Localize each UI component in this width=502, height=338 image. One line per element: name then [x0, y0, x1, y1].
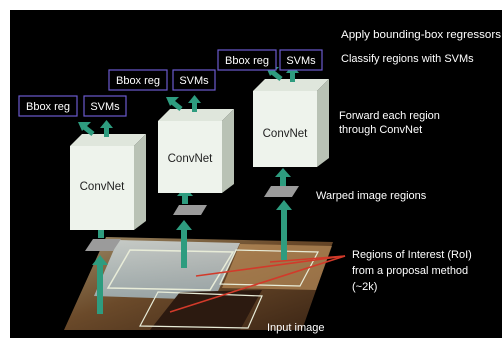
warped-region-2: [173, 205, 207, 215]
svms-label-1: SVMs: [90, 101, 120, 113]
convnet-cube-2: ConvNet: [158, 109, 234, 193]
tower-3: ConvNet Bbox reg SVMs: [217, 49, 329, 260]
roi-text-line-2: from a proposal method: [352, 265, 468, 277]
forward-text-line-2: through ConvNet: [339, 124, 422, 136]
roi-pointer-line-3: [169, 255, 346, 313]
bbox-reg-box-2: [108, 69, 168, 91]
input-image-text: Input image: [267, 322, 324, 334]
svms-box-2: [172, 69, 216, 91]
bbox-reg-box-1: [18, 95, 78, 117]
arrow-input-to-warped-1: [92, 255, 108, 314]
convnet-label-1: ConvNet: [80, 181, 126, 193]
output-arrows-1: [78, 120, 113, 137]
roi-text-line-1: Regions of Interest (RoI): [352, 249, 472, 261]
bbox-reg-label-1: Bbox reg: [26, 101, 70, 113]
roi-box-1: [106, 249, 235, 291]
convnet-cube-3: ConvNet: [253, 79, 329, 167]
tower-1: ConvNet Bbox reg SVMs: [18, 95, 146, 314]
convnet-label-2: ConvNet: [168, 153, 214, 165]
warped-regions-text: Warped image regions: [316, 190, 427, 202]
input-image-horse-region: [150, 290, 262, 330]
warped-region-1: [85, 239, 121, 251]
arrow-warped-to-convnet-3: [275, 168, 291, 186]
convnet-label-3: ConvNet: [263, 128, 309, 140]
bbox-reg-label-3: Bbox reg: [225, 55, 269, 67]
roi-pointers: [169, 255, 346, 313]
roi-box-3: [139, 291, 263, 329]
roi-pointer-line-2: [269, 255, 346, 263]
input-image-sky-region: [94, 240, 240, 300]
classify-regions-text: Classify regions with SVMs: [341, 53, 474, 65]
svms-box-1: [83, 95, 127, 117]
convnet-cube-1: ConvNet: [70, 134, 146, 230]
forward-text-line-1: Forward each region: [339, 110, 440, 122]
apply-regressor-text: Apply bounding-box regressors: [341, 29, 502, 41]
arrow-input-to-warped-3: [276, 200, 292, 260]
svms-box-3: [279, 49, 323, 71]
roi-pointer-line-1: [195, 255, 346, 277]
input-image: [64, 237, 333, 330]
svms-label-3: SVMs: [286, 55, 316, 67]
output-arrows-2: [166, 95, 201, 112]
svms-label-2: SVMs: [179, 75, 209, 87]
tower-2: ConvNet Bbox reg SVMs: [108, 69, 234, 268]
roi-text-line-3: (~2k): [352, 281, 377, 293]
bbox-reg-label-2: Bbox reg: [116, 75, 160, 87]
bbox-reg-box-3: [217, 49, 277, 71]
warped-region-3: [264, 186, 299, 197]
arrow-input-to-warped-2: [176, 220, 192, 268]
